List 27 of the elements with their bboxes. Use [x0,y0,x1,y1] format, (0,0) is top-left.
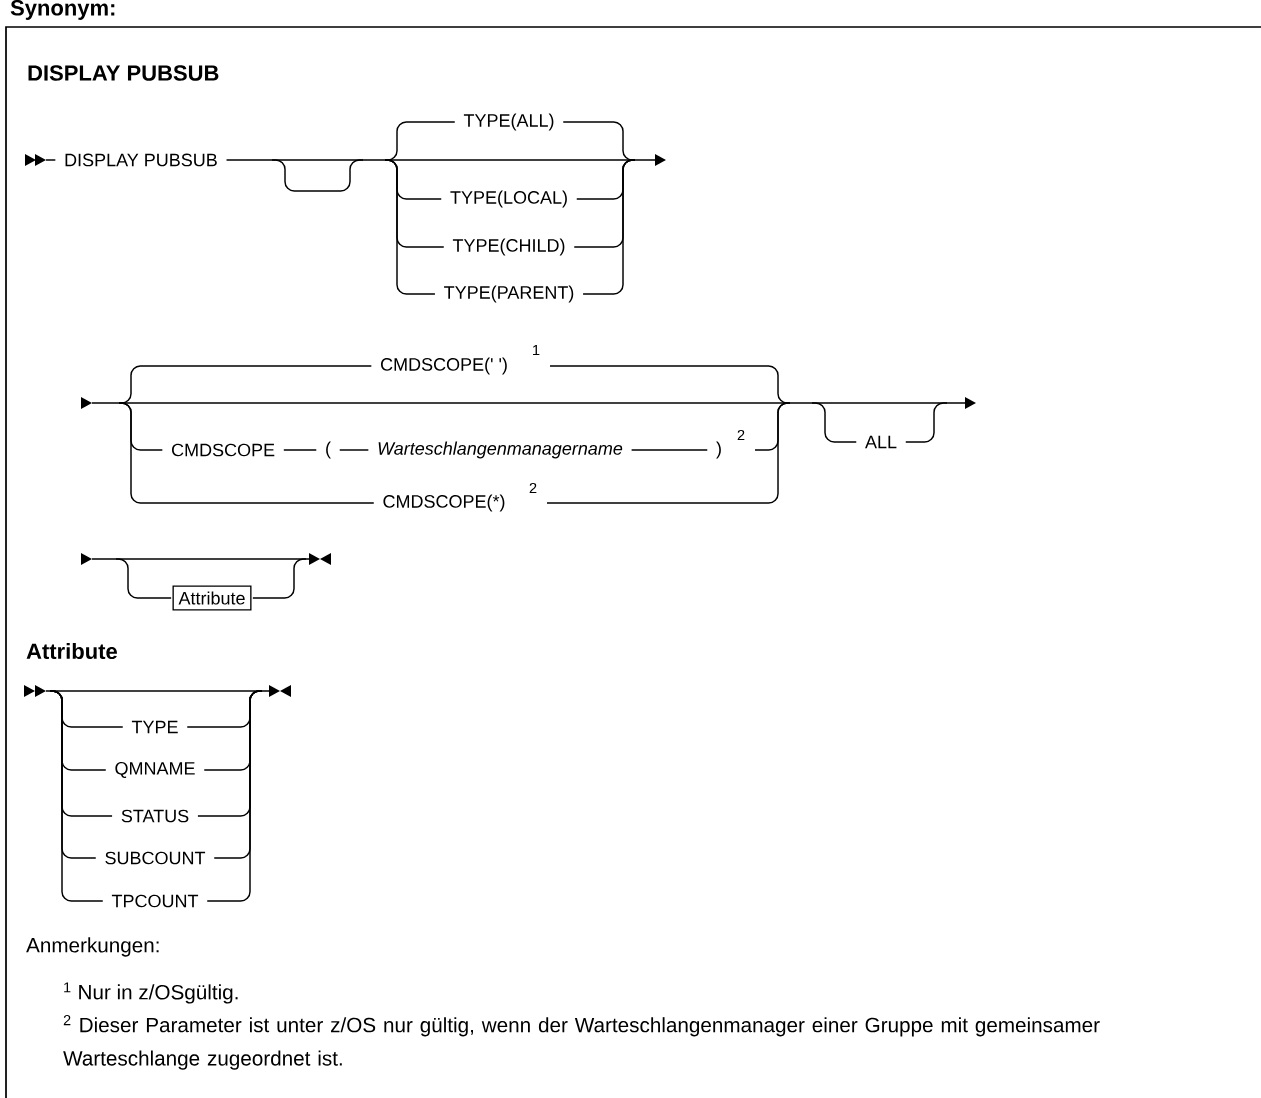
note-text: $^{2}$ Dieser Parameter ist unter z/OS nur gültig, wenn der Warteschlangenmanager einer Gruppe mit gemeinsamer Warteschlange zugeordnet ist. [63,1015,1100,1070]
diagram-title: DISPLAY PUBSUB [28,65,219,81]
syntax-keyword: CMDSCOPE [172,443,275,457]
note-text: $^{1}$ Nur in z/OSgültig. [64,982,238,1004]
syntax-keyword: TYPE(CHILD) [452,238,565,256]
syntax-keyword: TPCOUNT [111,894,199,908]
syntax-keyword: TYPE(LOCAL) [450,190,567,208]
syntax-keyword: QMNAME [115,762,195,778]
syntax-keyword: TYPE(PARENT) [444,285,574,303]
syntax-keyword: DISPLAY PUBSUB [65,153,217,167]
section-heading: Synonym: [10,0,115,20]
syntax-keyword: CMDSCOPE(*) [383,494,505,512]
syntax-keyword: ALL [865,435,897,449]
attribute-box: Attribute [172,585,252,611]
section-heading: Attribute [26,642,117,660]
syntax-keyword: STATUS [121,809,189,823]
footnote-number: 2 [529,482,537,494]
syntax-keyword: CMDSCOPE(' ') [381,357,507,375]
note-text: Anmerkungen: [26,937,159,957]
variable-name: Warteschlangenmanagername [378,441,623,459]
syntax-keyword: ) [716,441,721,459]
footnote-number: 1 [533,344,540,356]
syntax-keyword: TYPE(ALL) [463,113,554,131]
syntax-keyword: TYPE [131,720,178,734]
footnote-number: 2 [737,429,745,441]
syntax-keyword: SUBCOUNT [105,851,206,865]
syntax-keyword: ( [326,441,331,459]
